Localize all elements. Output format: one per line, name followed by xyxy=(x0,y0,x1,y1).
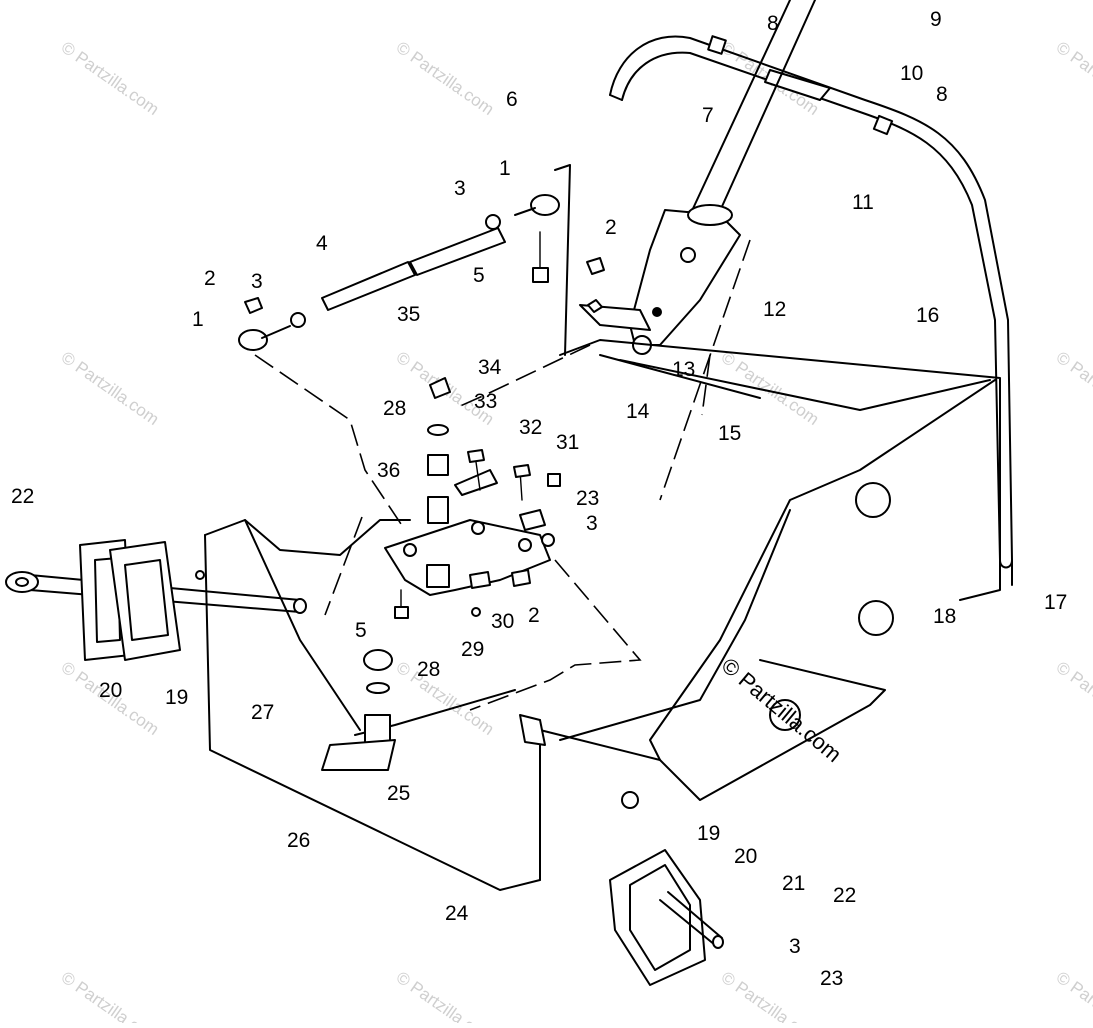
left-boots xyxy=(79,539,181,661)
pivot-plate-assembly xyxy=(321,377,555,771)
callout-19b: 19 xyxy=(697,822,720,845)
callout-19a: 19 xyxy=(165,686,188,709)
bolts xyxy=(394,231,603,619)
callout-29: 29 xyxy=(461,638,484,661)
watermark-8: © Partzilla.com xyxy=(1053,348,1093,429)
watermark-5: © Partzilla.com xyxy=(58,348,163,429)
callout-14: 14 xyxy=(626,400,650,423)
callout-2a: 2 xyxy=(605,216,617,239)
callout-4: 4 xyxy=(316,232,328,255)
watermark-1: © Partzilla.com xyxy=(58,38,163,119)
callout-21: 21 xyxy=(782,872,805,895)
callout-35: 35 xyxy=(397,303,420,326)
watermark-12: © Partzilla.com xyxy=(58,968,163,1023)
callout-6: 6 xyxy=(506,88,518,111)
callout-36: 36 xyxy=(377,459,400,482)
callout-12: 12 xyxy=(763,298,786,321)
chassis-frame xyxy=(195,164,1001,891)
callout-10: 10 xyxy=(900,62,923,85)
watermark-2: © Partzilla.com xyxy=(393,38,498,119)
callout-27: 27 xyxy=(251,701,274,724)
callout-22b: 22 xyxy=(833,884,856,907)
callout-3a: 3 xyxy=(454,177,466,200)
callout-28b: 28 xyxy=(417,658,440,681)
callout-3b: 3 xyxy=(251,270,263,293)
callout-5a: 5 xyxy=(473,264,485,287)
callout-28a: 28 xyxy=(383,397,406,420)
callout-32: 32 xyxy=(519,416,542,439)
callout-18: 18 xyxy=(933,605,956,628)
callout-3c: 3 xyxy=(586,512,598,535)
watermark-strong: © Partzilla.com xyxy=(717,653,847,767)
callout-23a: 23 xyxy=(576,487,599,510)
watermark-13: © Partzilla.com xyxy=(393,968,498,1023)
callout-2c: 2 xyxy=(528,604,540,627)
watermark-grid: © Partzilla.com © Partzilla.com © Partzi… xyxy=(58,38,1093,1028)
callout-labels: 8 9 10 8 6 7 11 1 3 4 2 5 2 3 12 1 35 13… xyxy=(11,8,1067,990)
steering-post xyxy=(579,0,816,355)
callout-8a: 8 xyxy=(767,12,779,35)
watermark-10: © Partzilla.com xyxy=(393,658,498,739)
handlebar xyxy=(609,35,1013,586)
watermark-15: © Partzilla.com xyxy=(1053,968,1093,1023)
right-boots xyxy=(609,849,724,986)
callout-1a: 1 xyxy=(499,157,511,180)
callout-7: 7 xyxy=(702,104,714,127)
callout-31: 31 xyxy=(556,431,579,454)
callout-23b: 23 xyxy=(820,967,843,990)
callout-2b: 2 xyxy=(204,267,216,290)
callout-13: 13 xyxy=(672,358,695,381)
callout-26: 26 xyxy=(287,829,310,852)
callout-22a: 22 xyxy=(11,485,34,508)
callout-25: 25 xyxy=(387,782,410,805)
callout-30: 30 xyxy=(491,610,514,633)
callout-9: 9 xyxy=(930,8,942,31)
callout-15: 15 xyxy=(718,422,741,445)
callout-34: 34 xyxy=(478,356,502,379)
callout-5b: 5 xyxy=(355,619,367,642)
callout-1b: 1 xyxy=(192,308,204,331)
callout-20b: 20 xyxy=(734,845,757,868)
alignment-lines xyxy=(254,239,751,711)
watermark-4: © Partzilla.com xyxy=(1053,38,1093,119)
watermark-11: © Partzilla.com xyxy=(1053,658,1093,739)
callout-24: 24 xyxy=(445,902,469,925)
watermark-14: © Partzilla.com xyxy=(718,968,823,1023)
tie-rod-assembly xyxy=(238,194,605,351)
callout-33: 33 xyxy=(474,390,497,413)
callout-17: 17 xyxy=(1044,591,1067,614)
callout-16: 16 xyxy=(916,304,939,327)
callout-20a: 20 xyxy=(99,679,122,702)
callout-11: 11 xyxy=(852,191,874,214)
callout-8b: 8 xyxy=(936,83,948,106)
callout-3d: 3 xyxy=(789,935,801,958)
